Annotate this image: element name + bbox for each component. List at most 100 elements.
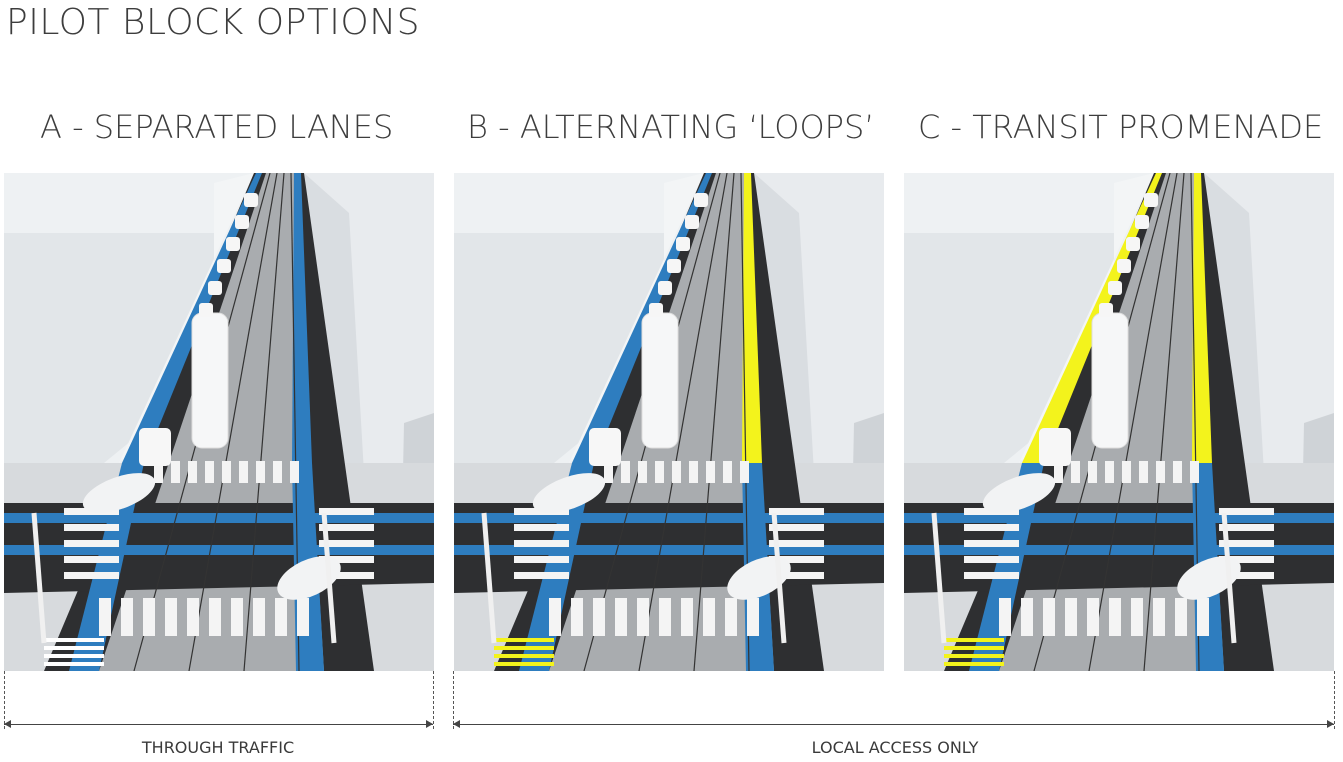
crosswalk-stripe [1219,508,1274,515]
crosswalk-stripe [621,461,630,483]
track-line [693,173,735,671]
crosswalk-stripe [1156,461,1165,483]
cross-lane [454,545,884,555]
crosswalk-accent [944,662,1004,666]
building-left-side [119,173,254,463]
crosswalk-stripe [964,556,1019,563]
car [1099,303,1113,317]
lane-right-upper [292,173,312,463]
crosswalk-stripe [143,598,155,636]
span-marker [1334,671,1335,729]
crosswalk-stripe [319,524,374,531]
car [658,281,672,295]
crosswalk-stripe [1153,598,1165,636]
crosswalk-stripe [659,598,671,636]
crosswalk-stripe [723,461,732,483]
crosswalk-stripe [231,598,243,636]
cross-lane [904,513,1334,523]
car [82,473,156,513]
car [685,215,699,229]
car [244,193,258,207]
crosswalk-stripe [725,598,737,636]
crosswalk-accent [944,638,1004,642]
car [667,259,681,273]
crosswalk-stripe [769,524,824,531]
crosswalk-stripe [290,461,299,483]
crosswalk-stripe [689,461,698,483]
track-line [243,173,285,671]
lane-left-lower [519,463,594,671]
car [1177,556,1241,600]
crosswalk-accent [494,654,554,658]
crosswalk-stripe [297,598,309,636]
crosswalk-stripe [1105,461,1114,483]
crosswalk-stripe [703,598,715,636]
crosswalk-stripe [1087,598,1099,636]
crosswalk-stripe [187,598,199,636]
crosswalk-stripe [154,461,163,483]
car [1144,193,1158,207]
crosswalk-stripe [1071,461,1080,483]
car [208,281,222,295]
crosswalk-stripe [275,598,287,636]
crosswalk-stripe [514,572,569,579]
streetcar [191,312,229,449]
arrow-right-icon [1327,720,1334,728]
car [1117,259,1131,273]
crosswalk-stripe [239,461,248,483]
crosswalk-stripe [165,598,177,636]
car [532,473,606,513]
crosswalk-stripe [1219,572,1274,579]
track-line [638,173,728,671]
car [1126,237,1140,251]
building-left-side [569,173,704,463]
through-traffic-dimension [4,720,433,728]
crosswalk-stripe [514,556,569,563]
crosswalk-stripe [64,540,119,547]
car [235,215,249,229]
crosswalk-stripe [1054,461,1063,483]
crosswalk-stripe [1122,461,1131,483]
crosswalk-stripe [171,461,180,483]
crosswalk-stripe [256,461,265,483]
crosswalk-stripe [604,461,613,483]
crosswalk-stripe [1021,598,1033,636]
crosswalk-stripe [1173,461,1182,483]
page-title: PILOT BLOCK OPTIONS [6,2,421,43]
car [1135,215,1149,229]
crosswalk-stripe [1131,598,1143,636]
option-a-title: A - SEPARATED LANES [40,108,394,146]
car [727,556,791,600]
crosswalk-stripe [1197,598,1209,636]
crosswalk-stripe [319,556,374,563]
crosswalk-stripe [1109,598,1121,636]
crosswalk-accent [944,646,1004,650]
cross-lane [4,545,434,555]
crosswalk-stripe [273,461,282,483]
crosswalk-stripe [1065,598,1077,636]
option-a-rendering [4,173,434,671]
option-c-rendering [904,173,1334,671]
crosswalk-stripe [615,598,627,636]
crosswalk-stripe [319,572,374,579]
lane-right-upper [742,173,762,463]
crosswalk-stripe [964,524,1019,531]
crosswalk-stripe [1219,524,1274,531]
crosswalk-stripe [1219,556,1274,563]
crosswalk-accent [944,654,1004,658]
crosswalk-stripe [99,598,111,636]
crosswalk-stripe [706,461,715,483]
street-light [31,512,47,644]
crosswalk-stripe [205,461,214,483]
lane-left-lower [69,463,144,671]
crosswalk-stripe [1139,461,1148,483]
car [694,193,708,207]
crosswalk-stripe [769,508,824,515]
option-b-rendering [454,173,884,671]
crosswalk-stripe [188,461,197,483]
cross-lane [904,545,1334,555]
span-marker [433,671,434,729]
car [589,428,621,466]
crosswalk-accent [494,646,554,650]
crosswalk-stripe [549,598,561,636]
